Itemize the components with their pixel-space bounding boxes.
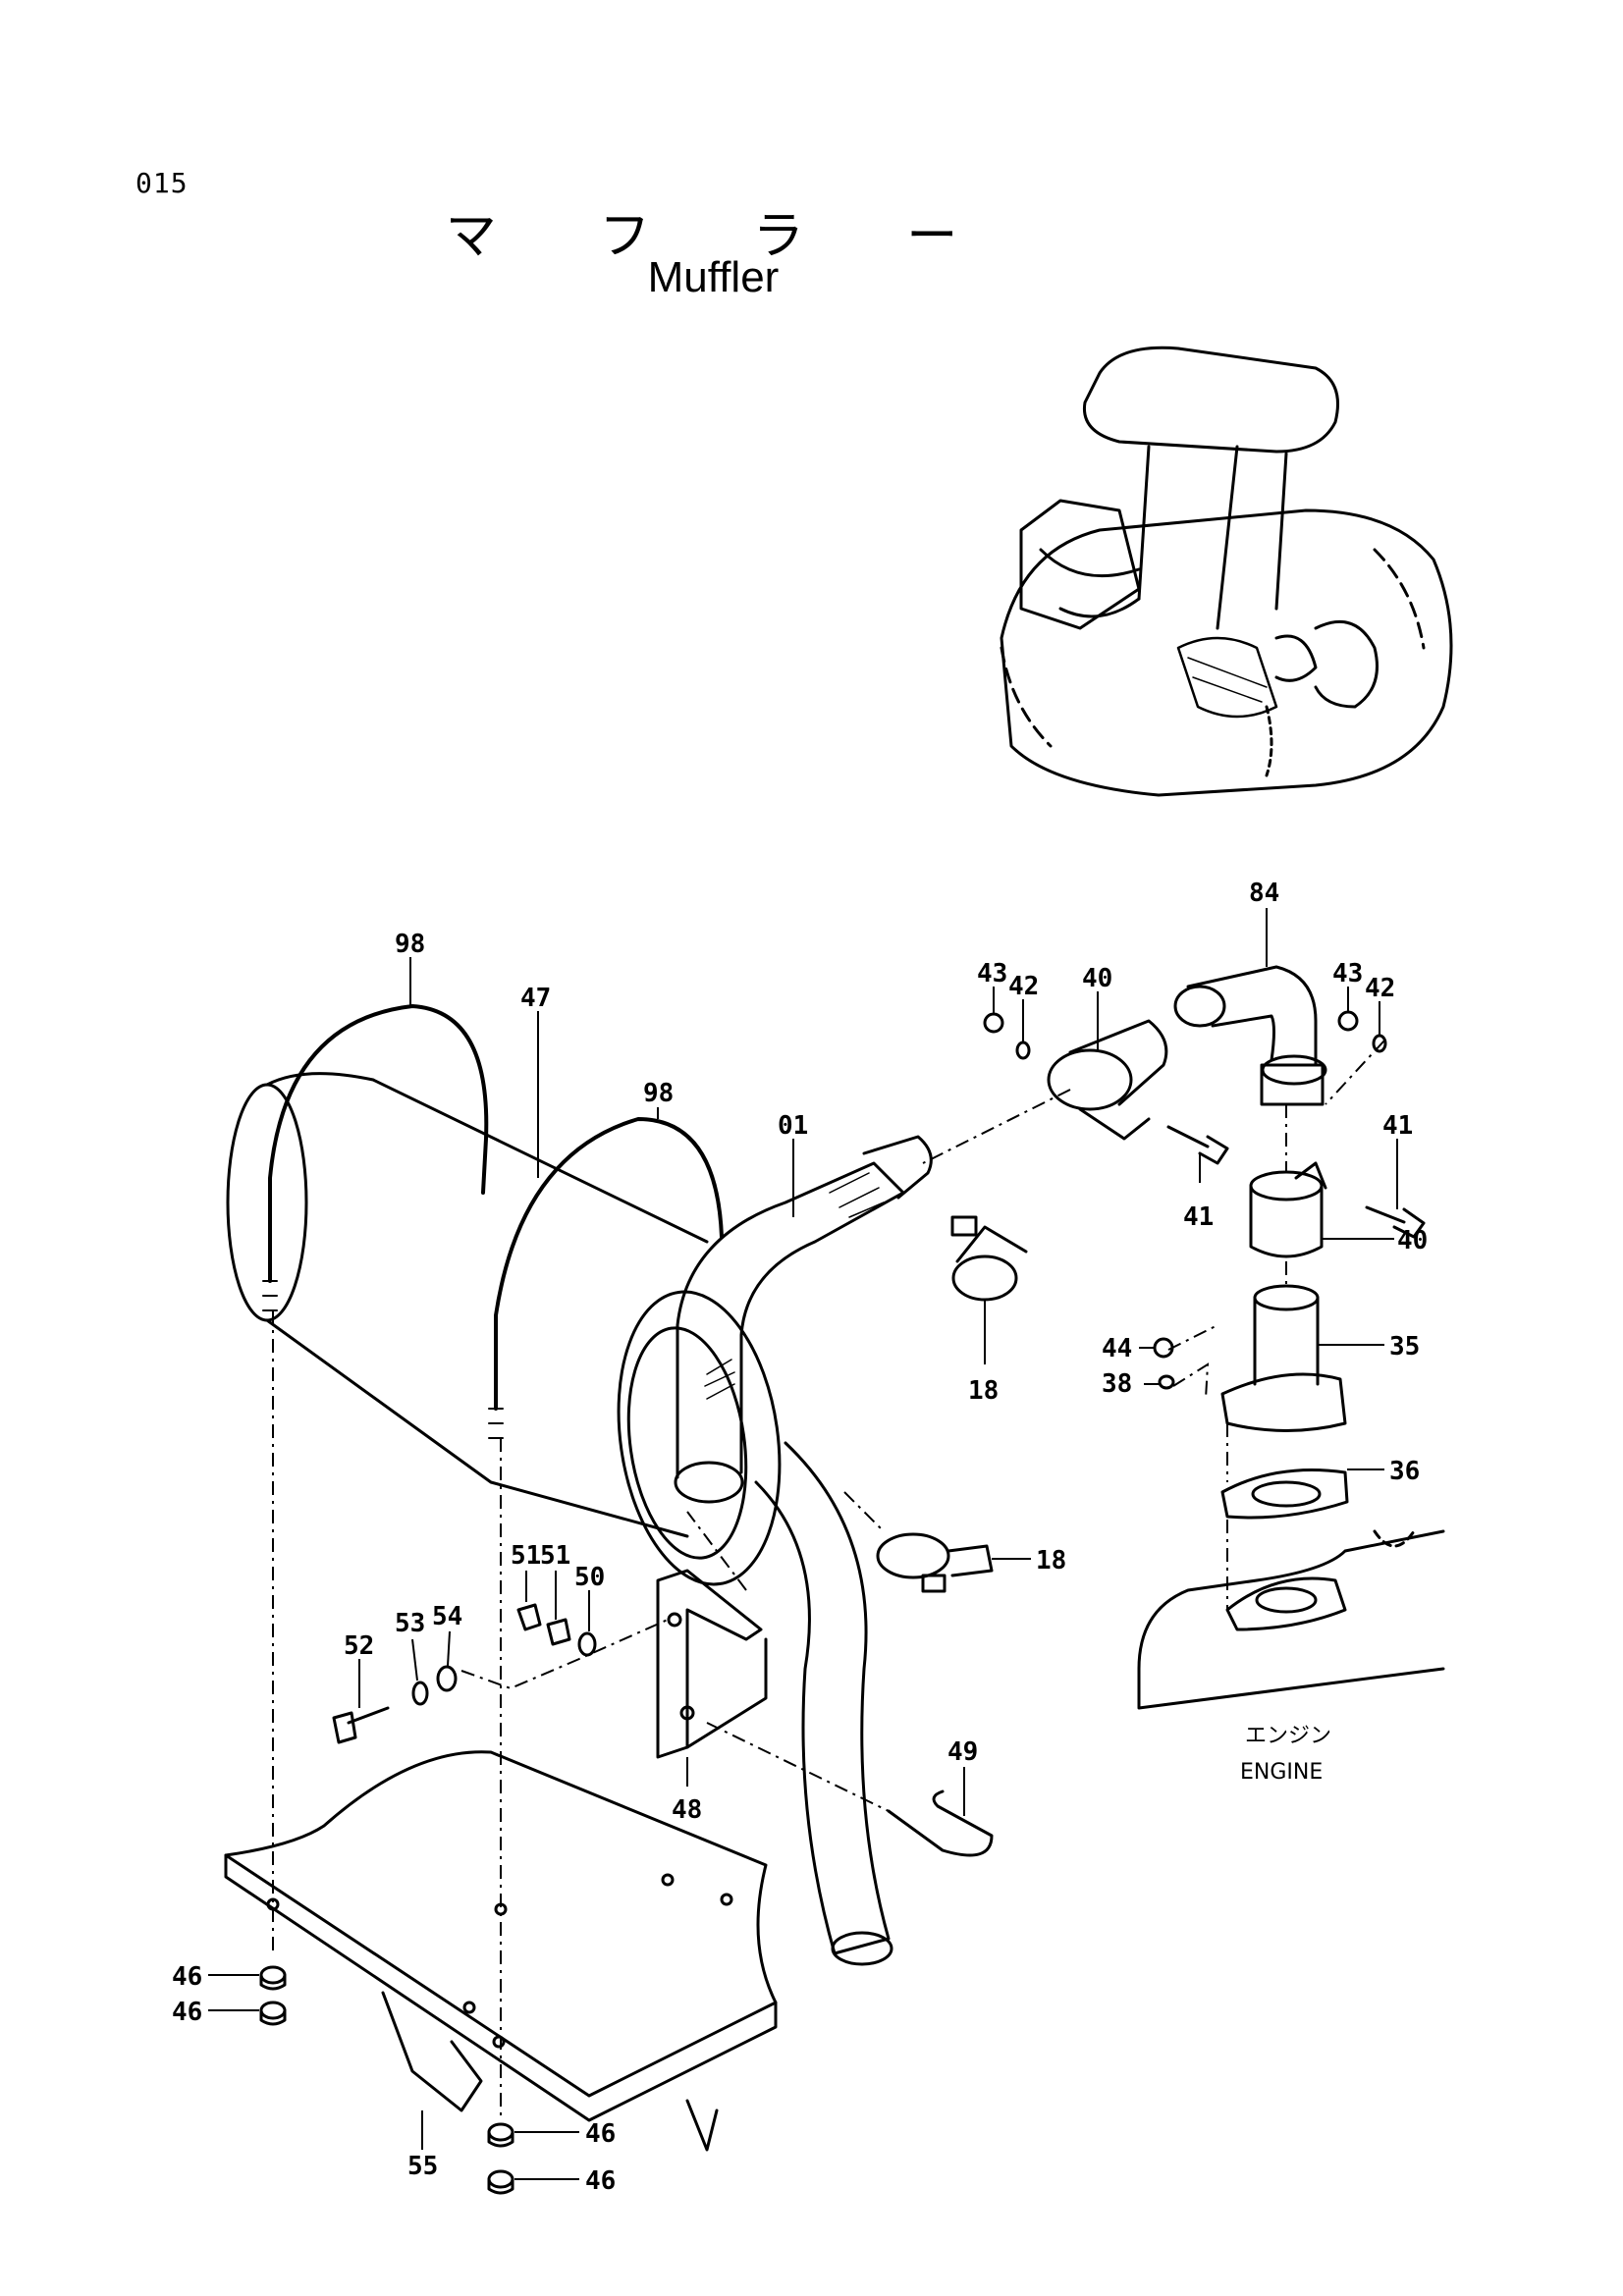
inlet-pipe-01 — [674, 1135, 933, 1504]
part-label-40-upper: 40 — [1082, 964, 1112, 993]
part-label-42-left: 42 — [1008, 972, 1039, 1001]
assembly-center-lines — [272, 1040, 1385, 2120]
part-label-50: 50 — [574, 1563, 605, 1592]
washer-54 — [436, 1665, 458, 1692]
washer-50 — [577, 1631, 597, 1657]
bolt-41-upper — [1166, 1125, 1229, 1165]
part-label-35: 35 — [1389, 1332, 1420, 1362]
part-label-51-right: 51 — [540, 1541, 570, 1571]
engine-exhaust-manifold — [1137, 1529, 1445, 1710]
part-label-55: 55 — [407, 2152, 438, 2181]
hose-clamp-18-lower — [876, 1532, 994, 1593]
gasket-36 — [1220, 1468, 1349, 1520]
part-label-49: 49 — [947, 1737, 978, 1767]
pipe-clamp-40-lower — [1249, 1161, 1327, 1258]
page-title: Muffler — [647, 253, 780, 301]
part-label-41-upper: 41 — [1183, 1202, 1214, 1232]
part-label-18-upper: 18 — [968, 1376, 999, 1406]
u-bolt-49 — [887, 1789, 994, 1857]
bolt-41-lower — [1365, 1205, 1426, 1239]
part-label-98-right: 98 — [643, 1079, 674, 1108]
base-plate-55 — [224, 1750, 778, 2152]
page-title-japanese: マ フ ラ ー — [445, 207, 1001, 266]
bolt-52 — [332, 1706, 390, 1744]
part-label-46-3: 46 — [585, 2119, 616, 2149]
part-label-46-4: 46 — [585, 2166, 616, 2196]
part-label-43-right: 43 — [1332, 959, 1363, 988]
nut-46-4 — [487, 2169, 514, 2195]
mounting-bracket-48 — [656, 1569, 768, 1759]
part-label-44: 44 — [1102, 1334, 1132, 1363]
part-label-41-right: 41 — [1382, 1111, 1413, 1141]
elbow-pipe-84 — [1173, 965, 1327, 1106]
part-label-51-left: 51 — [511, 1541, 541, 1571]
washer-38 — [1158, 1374, 1175, 1390]
exhaust-pipe-35 — [1220, 1284, 1347, 1432]
part-label-47: 47 — [520, 984, 551, 1013]
tail-pipe — [754, 1441, 891, 1955]
pipe-clamp-40-upper — [1047, 1019, 1168, 1141]
engine-label-japanese: エンジン — [1245, 1724, 1331, 1748]
part-label-98-left: 98 — [395, 930, 425, 959]
nut-51-left — [516, 1603, 542, 1631]
part-label-43-left: 43 — [977, 959, 1007, 988]
nut-43-left — [983, 1012, 1004, 1034]
part-label-48: 48 — [672, 1795, 702, 1825]
nut-44 — [1153, 1337, 1174, 1359]
nut-43-right — [1337, 1010, 1359, 1032]
washer-42-left — [1015, 1041, 1031, 1060]
part-label-42-right: 42 — [1365, 974, 1395, 1003]
nut-51-right — [546, 1618, 571, 1646]
part-label-18-lower: 18 — [1036, 1546, 1066, 1575]
mounting-band-98-right — [494, 1117, 724, 1411]
nut-46-1 — [259, 1965, 287, 1991]
part-label-53: 53 — [395, 1609, 425, 1638]
part-label-46-1: 46 — [172, 1962, 202, 1992]
part-label-84: 84 — [1249, 879, 1279, 908]
part-label-38: 38 — [1102, 1369, 1132, 1399]
part-label-36: 36 — [1389, 1457, 1420, 1486]
part-label-52: 52 — [344, 1631, 374, 1661]
part-label-01: 01 — [778, 1111, 808, 1141]
part-label-54: 54 — [432, 1602, 462, 1631]
nut-46-3 — [487, 2122, 514, 2148]
washer-53 — [411, 1681, 429, 1706]
leader-lines — [208, 908, 1398, 2180]
part-label-46-2: 46 — [172, 1998, 202, 2027]
hose-clamp-18-upper — [950, 1215, 1028, 1302]
machine-overview-illustration — [1000, 346, 1453, 797]
part-label-40-right: 40 — [1397, 1226, 1428, 1255]
muffler-body — [226, 1072, 782, 1586]
mounting-band-98-left — [268, 1004, 489, 1283]
nut-46-2 — [259, 2001, 287, 2026]
engine-label: ENGINE — [1240, 1760, 1323, 1785]
page-number: 015 — [135, 167, 189, 199]
